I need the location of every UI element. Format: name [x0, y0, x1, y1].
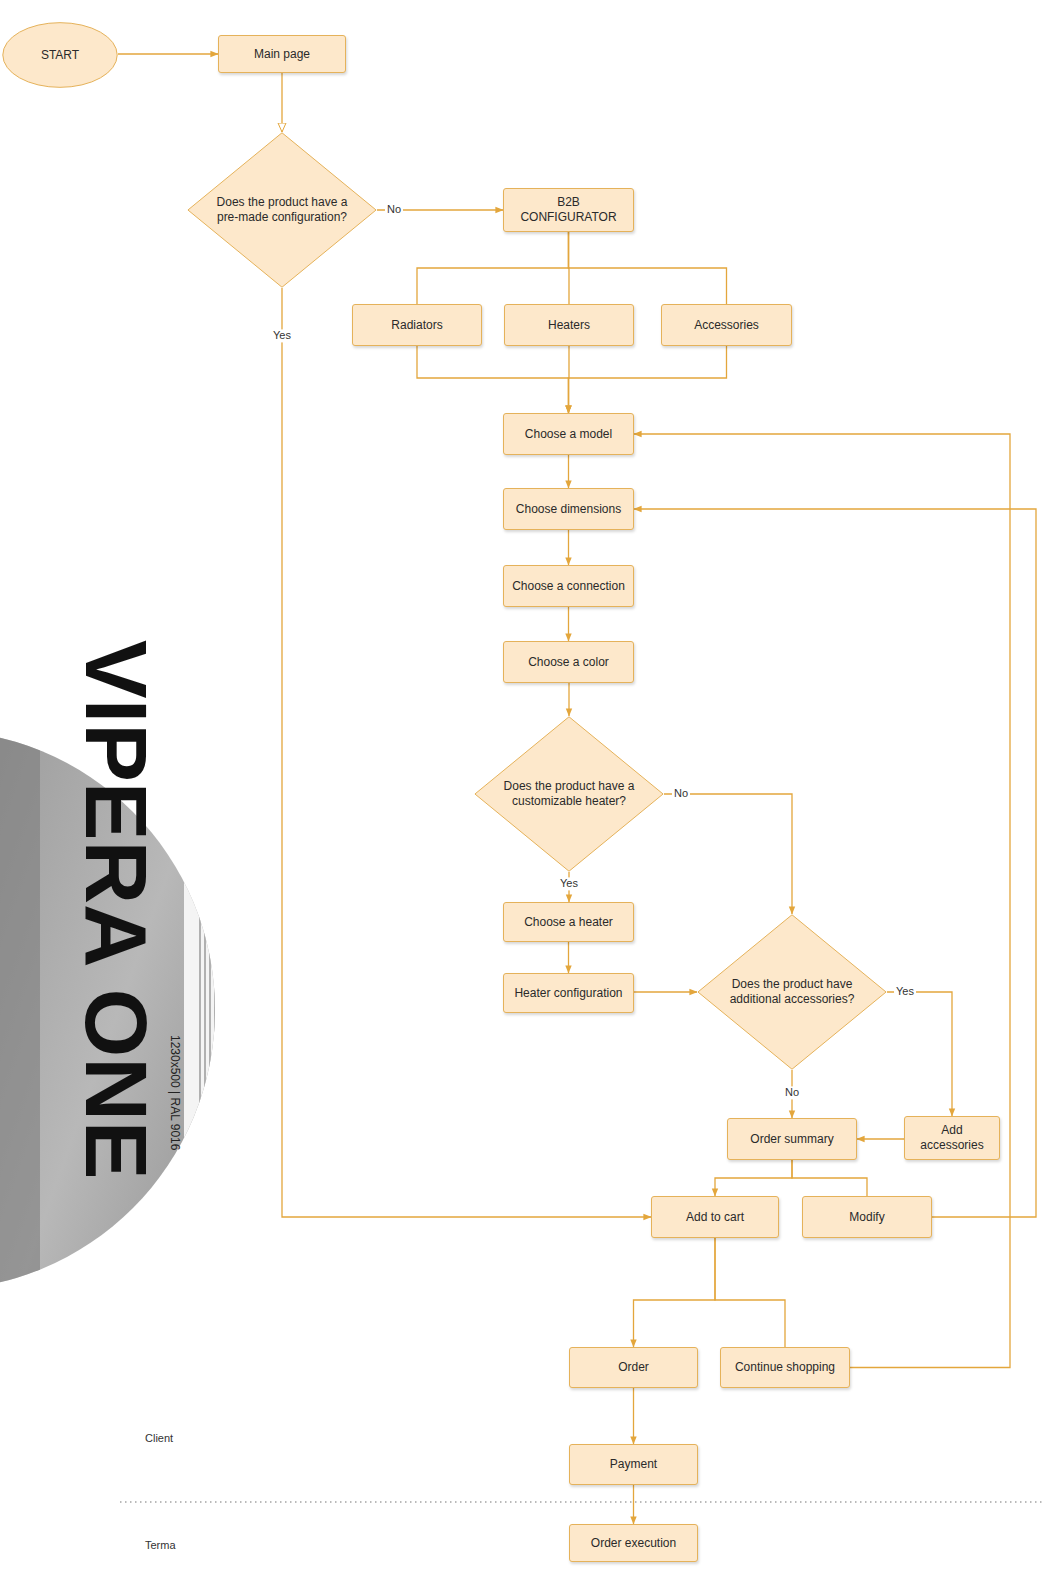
flow-connector: [792, 1160, 867, 1196]
node-text: START: [41, 48, 79, 63]
node-text: Choose a color: [528, 655, 609, 670]
flow-connector: [417, 346, 569, 413]
swimlane-label: Client: [145, 1433, 173, 1444]
node-text: Does the product have a pre-made configu…: [212, 195, 352, 225]
edge-label: Yes: [894, 985, 916, 998]
configurator-box: B2B CONFIGURATOR: [503, 188, 634, 232]
process-box: Heater configuration: [503, 973, 634, 1013]
process-box: Choose a color: [503, 641, 634, 683]
process-box: Choose dimensions: [503, 488, 634, 530]
process-box: Add to cart: [651, 1196, 779, 1238]
process-box: Main page: [218, 35, 346, 73]
node-text: Add accessories: [912, 1123, 992, 1153]
flow-connector: [715, 1238, 785, 1347]
swimlane-label: Terma: [145, 1540, 176, 1551]
flow-connector: [633, 1388, 634, 1444]
flow-connector: [568, 607, 569, 641]
radiator-body: [184, 700, 224, 1340]
node-text: Main page: [254, 47, 310, 62]
node-text: Does the product have a customizable hea…: [499, 779, 639, 809]
flow-connector: [568, 455, 569, 488]
node-text: Continue shopping: [735, 1360, 835, 1375]
swimlane-divider: [120, 1501, 1042, 1502]
edge-label: No: [672, 787, 690, 800]
wall-shadow: [0, 700, 40, 1340]
flow-connector: [633, 1485, 634, 1524]
flow-connector: [568, 683, 569, 716]
flow-connector: [715, 1160, 792, 1196]
process-box: Modify: [802, 1196, 932, 1238]
flow-connector: [634, 434, 1010, 1368]
start-ellipse: START: [2, 22, 118, 88]
shape-fill: [698, 915, 886, 1069]
process-box: Order: [569, 1347, 698, 1388]
category-box: Heaters: [504, 304, 634, 346]
node-text: Heaters: [548, 318, 590, 333]
flow-connector: [569, 232, 727, 304]
node-text: Choose a model: [525, 427, 612, 442]
shape-fill: [3, 23, 117, 88]
flow-connector: [281, 73, 282, 132]
node-text: Choose a heater: [524, 915, 613, 930]
decision-diamond: Does the product have a pre-made configu…: [187, 132, 377, 288]
flow-connector: [118, 53, 218, 54]
decision-diamond: Does the product have a customizable hea…: [474, 716, 664, 872]
decision-diamond: Does the product have additional accesso…: [697, 914, 887, 1070]
process-box: Order execution: [569, 1524, 698, 1562]
node-text: Choose a connection: [512, 579, 625, 594]
process-box: Order summary: [727, 1118, 857, 1160]
radiator-fins: [200, 700, 215, 1340]
edge-label: Yes: [271, 329, 293, 342]
node-text: Order execution: [591, 1536, 676, 1551]
node-text: Accessories: [694, 318, 759, 333]
product-name: VIPERA ONE: [72, 640, 160, 1180]
process-box: Choose a model: [503, 413, 634, 455]
flow-connector: [634, 509, 1036, 1217]
node-text: Modify: [849, 1210, 884, 1225]
process-box: Add accessories: [904, 1116, 1000, 1160]
process-box: Continue shopping: [720, 1347, 850, 1388]
shape-fill: [188, 133, 376, 287]
process-box: Choose a heater: [503, 902, 634, 942]
flow-connector: [634, 1238, 716, 1347]
node-text: Order summary: [750, 1132, 833, 1147]
category-box: Accessories: [661, 304, 792, 346]
node-text: B2B CONFIGURATOR: [519, 195, 619, 225]
flow-connector: [857, 1138, 904, 1139]
node-text: Order: [618, 1360, 649, 1375]
flow-connector: [417, 232, 569, 304]
process-box: Choose a connection: [503, 565, 634, 607]
edge-label: Yes: [558, 877, 580, 890]
flow-connector: [634, 991, 697, 992]
process-box: Payment: [569, 1444, 698, 1485]
node-text: Heater configuration: [514, 986, 622, 1001]
flow-connector: [569, 346, 727, 413]
node-text: Radiators: [391, 318, 442, 333]
category-box: Radiators: [352, 304, 482, 346]
shape-fill: [475, 717, 663, 871]
node-text: Does the product have additional accesso…: [722, 977, 862, 1007]
node-text: Choose dimensions: [516, 502, 621, 517]
flow-connector: [568, 530, 569, 565]
edge-label: No: [385, 203, 403, 216]
node-text: Payment: [610, 1457, 657, 1472]
flow-connector: [568, 942, 569, 973]
flow-connector: [887, 992, 952, 1116]
node-text: Add to cart: [686, 1210, 744, 1225]
edge-label: No: [783, 1086, 801, 1099]
flow-connector: [664, 794, 792, 914]
product-spec: 1230x500 | RAL 9016: [169, 1035, 181, 1150]
